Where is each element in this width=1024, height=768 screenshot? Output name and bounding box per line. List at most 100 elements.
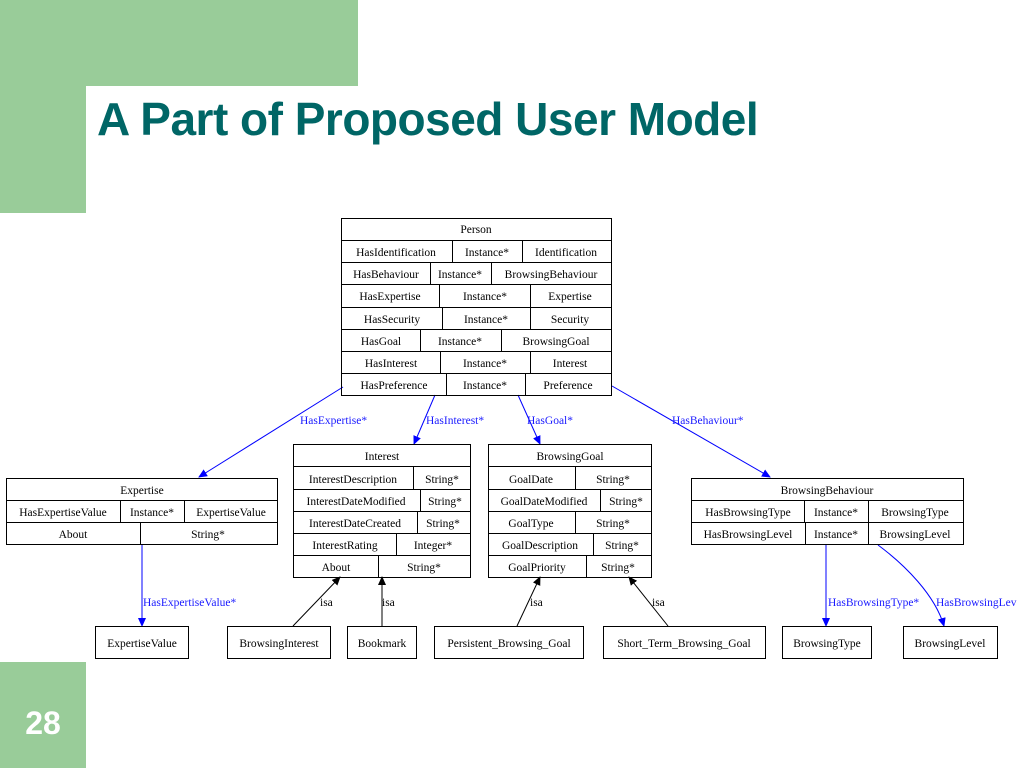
node-cell-text: Instance* (438, 336, 482, 348)
node-cell-text: String* (605, 540, 639, 552)
node-cell-text: HasExpertise (359, 291, 420, 303)
edge-has-expertise-value: HasExpertiseValue* (138, 545, 236, 627)
isa-label: isa (530, 597, 543, 609)
node-expertise-text: Expertise HasExpertiseValue Instance* Expe… (19, 485, 266, 541)
node-cell-text: InterestRating (312, 540, 377, 552)
node-cell-text: HasIdentification (356, 247, 436, 259)
edge-has-expertise: HasExpertise* (198, 386, 367, 478)
node-browsing-behaviour (691, 478, 964, 545)
node-cell-text: ExpertiseValue (196, 507, 266, 519)
node-cell-text: String* (425, 474, 459, 486)
node-cell-text: String* (191, 529, 225, 541)
node-person (341, 218, 612, 396)
node-cell-text: HasBrowsingLevel (704, 529, 793, 541)
node-title: Interest (365, 451, 400, 463)
node-cell-text: BrowsingType (793, 638, 861, 650)
node-cell-text: Instance* (463, 358, 507, 370)
edge-label-has-browsing-level: HasBrowsingLev (936, 597, 1017, 609)
edge-has-browsing-level: HasBrowsingLev (877, 544, 1017, 627)
node-cell-text: HasGoal (361, 336, 401, 348)
node-cell-text: GoalDateModified (501, 496, 588, 508)
left-green-band-upper (0, 0, 86, 213)
node-cell-text: HasInterest (365, 358, 418, 370)
edge-label-has-expertise: HasExpertise* (300, 415, 367, 427)
node-cell-text: Instance* (463, 291, 507, 303)
node-cell-text: BrowsingLevel (915, 638, 986, 650)
edge-has-browsing-type: HasBrowsingType* (822, 545, 919, 627)
node-cell-text: Integer* (414, 540, 453, 552)
isa-label: isa (320, 597, 333, 609)
node-cell-text: String* (609, 496, 643, 508)
node-cell-text: Instance* (464, 314, 508, 326)
node-title: BrowsingBehaviour (781, 485, 874, 497)
node-title: BrowsingGoal (536, 451, 603, 463)
node-cell-text: String* (407, 562, 441, 574)
node-cell-text: Instance* (814, 529, 858, 541)
node-expertise-value: ExpertiseValue (95, 626, 189, 659)
edge-has-goal: HasGoal* (517, 394, 573, 445)
edge-has-behaviour: HasBehaviour* (611, 385, 771, 478)
node-cell-text: About (322, 562, 352, 574)
node-browsing-level: BrowsingLevel (903, 626, 998, 659)
node-cell-text: Identification (535, 247, 597, 259)
node-bookmark: Bookmark (347, 626, 417, 659)
node-title: Expertise (120, 485, 163, 497)
node-cell-text: HasSecurity (364, 314, 420, 326)
node-cell-text: String* (596, 474, 630, 486)
node-browsing-interest: BrowsingInterest (227, 626, 331, 659)
isa-label: isa (382, 597, 395, 609)
node-cell-text: Persistent_Browsing_Goal (447, 638, 570, 650)
node-cell-text: BrowsingBehaviour (505, 269, 598, 281)
node-cell-text: HasBehaviour (353, 269, 419, 281)
node-cell-text: Expertise (548, 291, 591, 303)
node-cell-text: GoalDate (509, 474, 553, 486)
node-cell-text: GoalDescription (502, 540, 578, 552)
node-cell-text: Instance* (465, 247, 509, 259)
node-cell-text: InterestDescription (309, 474, 397, 486)
node-cell-text: BrowsingInterest (239, 638, 319, 650)
node-cell-text: About (59, 529, 89, 541)
node-cell-text: GoalType (508, 518, 553, 530)
node-cell-text: Security (551, 314, 590, 326)
node-browsing-type: BrowsingType (782, 626, 872, 659)
edge-label-has-expertise-value: HasExpertiseValue* (143, 597, 236, 609)
node-cell-text: String* (601, 562, 635, 574)
node-cell-text: InterestDateCreated (309, 518, 401, 530)
node-cell-text: GoalPriority (508, 562, 566, 574)
node-cell-text: Instance* (814, 507, 858, 519)
node-browsing-goal (488, 444, 652, 578)
node-cell-text: Preference (543, 380, 592, 392)
node-interest (293, 444, 471, 578)
node-cell-text: Interest (553, 358, 588, 370)
edge-label-has-behaviour: HasBehaviour* (672, 415, 744, 427)
slide-title: A Part of Proposed User Model (97, 93, 759, 145)
node-cell-text: BrowsingGoal (522, 336, 589, 348)
edge-isa-short-term-goal: isa (628, 576, 669, 627)
left-green-band-lower (0, 662, 86, 768)
edge-isa-browsing-interest: isa (292, 576, 341, 627)
node-cell-text: Instance* (130, 507, 174, 519)
edge-label-has-browsing-type: HasBrowsingType* (828, 597, 919, 609)
node-short-term-browsing-goal: Short_Term_Browsing_Goal (603, 626, 766, 659)
node-cell-text: InterestDateModified (307, 496, 406, 508)
edge-label-has-interest: HasInterest* (426, 415, 484, 427)
node-expertise (6, 478, 278, 545)
node-cell-text: String* (596, 518, 630, 530)
node-cell-text: String* (428, 496, 462, 508)
slide-number: 28 (25, 705, 61, 741)
edge-isa-bookmark: isa (378, 576, 395, 626)
edge-has-interest: HasInterest* (413, 394, 484, 445)
edge-isa-persistent-goal: isa (516, 576, 543, 627)
node-cell-text: Instance* (438, 269, 482, 281)
node-cell-text: HasBrowsingType (705, 507, 790, 519)
node-cell-text: HasExpertiseValue (19, 507, 107, 519)
edge-label-has-goal: HasGoal* (527, 415, 573, 427)
node-cell-text: BrowsingType (881, 507, 949, 519)
node-cell-text: BrowsingLevel (880, 529, 951, 541)
node-cell-text: Short_Term_Browsing_Goal (617, 638, 750, 650)
